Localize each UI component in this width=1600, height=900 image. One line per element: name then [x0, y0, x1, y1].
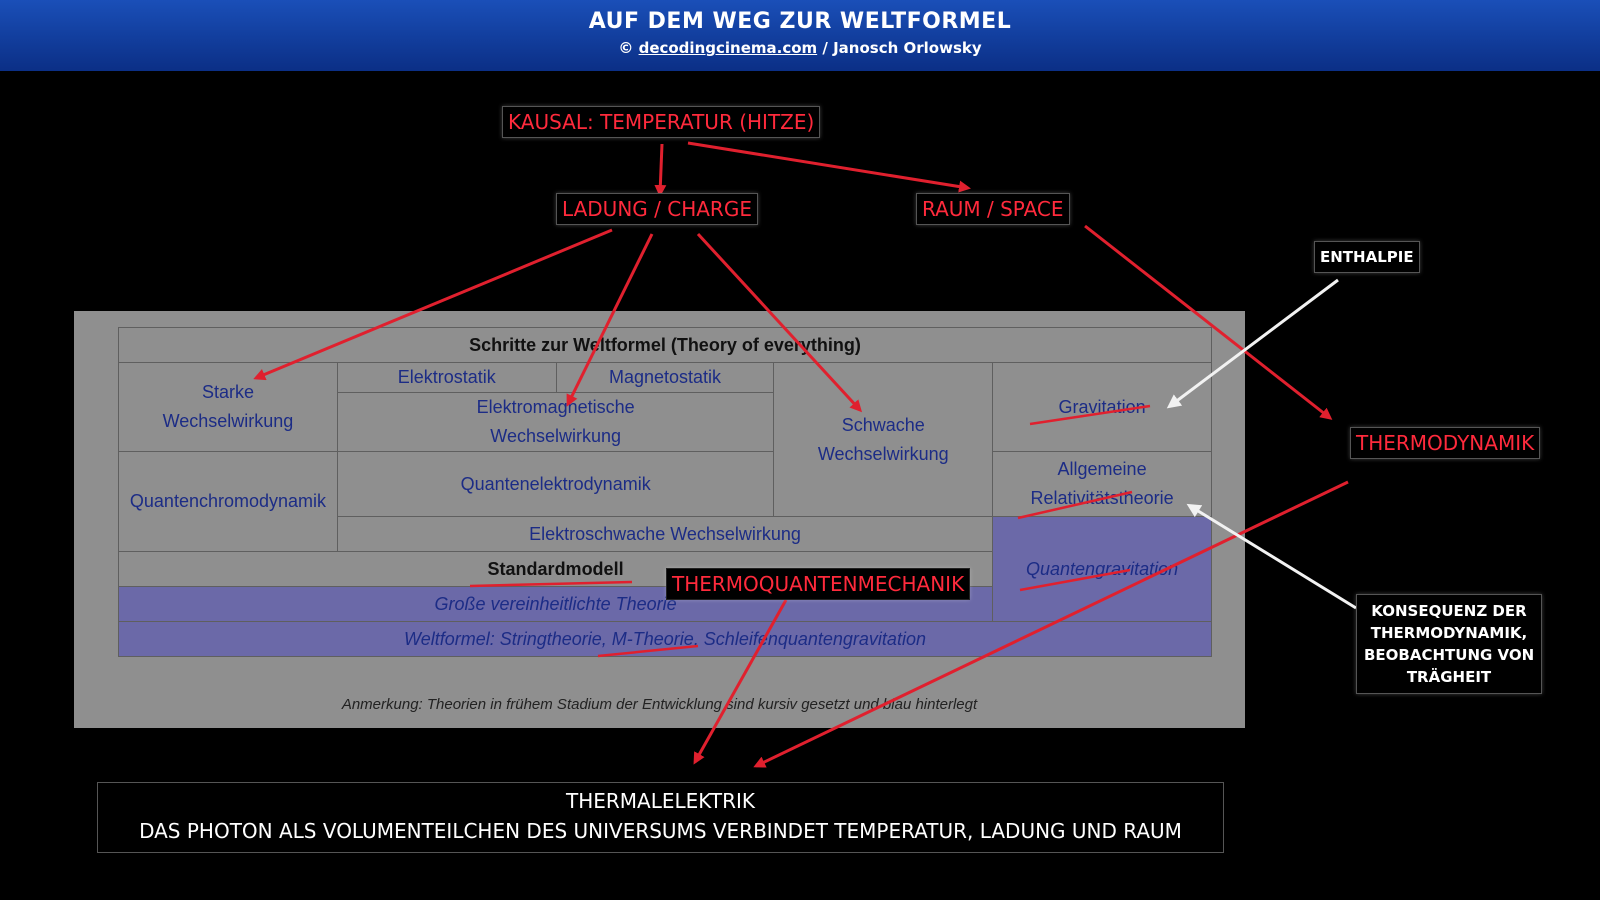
theory-table: Schritte zur Weltformel (Theory of every…: [117, 327, 1212, 657]
strike-weltformel: [597, 644, 699, 658]
thermalelektrik-box: THERMALELEKTRIK DAS PHOTON ALS VOLUMENTE…: [97, 782, 1224, 853]
label-thermodynamik: THERMODYNAMIK: [1350, 427, 1541, 459]
arrow-thermodynamik-thermalelektrik: [753, 480, 1349, 768]
strike-relativitaet: [1017, 490, 1133, 520]
author-name: / Janosch Orlowsky: [822, 39, 982, 57]
cell-text: Starke: [201, 382, 254, 402]
cell-starke: Starke Wechselwirkung: [118, 362, 338, 452]
arrow-enthalpie-gravitation: [1166, 278, 1339, 409]
label-raum: RAUM / SPACE: [916, 193, 1070, 225]
cell-text: Wechselwirkung: [162, 411, 294, 431]
arrow-ladung-elektromagnetisch: [566, 233, 654, 407]
cell-elektrostatik: Elektrostatik: [336, 362, 557, 393]
cell-elektroschwache: Elektroschwache Wechselwirkung: [336, 516, 994, 552]
theory-table-panel: Schritte zur Weltformel (Theory of every…: [74, 311, 1245, 728]
label-kausal: KAUSAL: TEMPERATUR (HITZE): [502, 106, 821, 138]
label-line: THERMODYNAMIK,: [1370, 624, 1528, 642]
strike-standardmodell: [469, 580, 633, 588]
cell-text: Wechselwirkung: [490, 426, 622, 446]
label-line: KONSEQUENZ DER: [1371, 602, 1527, 620]
cell-quantengravitation: Quantengravitation: [992, 516, 1212, 622]
arrow-konsequenz-relativitaet: [1186, 503, 1357, 610]
cell-qed: Quantenelektrodynamik: [336, 451, 775, 517]
arrow-raum-thermodynamik: [1084, 224, 1333, 420]
cell-magnetostatik: Magnetostatik: [555, 362, 775, 393]
cell-schwache: Schwache Wechselwirkung: [773, 362, 994, 517]
label-line: TRÄGHEIT: [1406, 668, 1492, 686]
header: AUF DEM WEG ZUR WELTFORMEL © decodingcin…: [0, 0, 1600, 71]
page-subtitle: © decodingcinema.com / Janosch Orlowsky: [0, 39, 1600, 57]
cell-qcd: Quantenchromodynamik: [118, 451, 338, 552]
copyright-symbol: ©: [618, 39, 634, 57]
cell-text: Allgemeine: [1057, 459, 1147, 479]
arrow-ladung-starke: [253, 228, 613, 381]
arrow-ladung-schwache: [696, 232, 863, 413]
arrow-thermoquanten-thermalelektrik: [693, 599, 788, 765]
arrow-kausal-ladung: [654, 143, 667, 197]
label-konsequenz: KONSEQUENZ DER THERMODYNAMIK, BEOBACHTUN…: [1356, 594, 1542, 694]
thermalelektrik-title: THERMALELEKTRIK: [566, 789, 755, 813]
label-line: BEOBACHTUNG VON: [1364, 646, 1535, 664]
cell-text: Elektromagnetische: [476, 397, 635, 417]
label-thermoquantenmechanik: THERMOQUANTENMECHANIK: [666, 568, 971, 600]
table-note: Anmerkung: Theorien in frühem Stadium de…: [341, 696, 978, 713]
arrow-kausal-raum: [687, 141, 971, 193]
strike-gravitation: [1029, 404, 1151, 426]
cell-text: Schwache: [841, 414, 925, 435]
strike-quantengravitation: [1019, 568, 1131, 592]
cell-text: Wechselwirkung: [817, 443, 949, 464]
label-ladung: LADUNG / CHARGE: [556, 193, 758, 225]
site-link[interactable]: decodingcinema.com: [638, 39, 818, 57]
cell-elektromagnetische: Elektromagnetische Wechselwirkung: [336, 392, 775, 452]
label-enthalpie: ENTHALPIE: [1314, 241, 1420, 273]
thermalelektrik-text: DAS PHOTON ALS VOLUMENTEILCHEN DES UNIVE…: [139, 819, 1182, 843]
cell-weltformel: Weltformel: Stringtheorie, M-Theorie, Sc…: [118, 621, 1212, 657]
page-title: AUF DEM WEG ZUR WELTFORMEL: [588, 9, 1012, 34]
